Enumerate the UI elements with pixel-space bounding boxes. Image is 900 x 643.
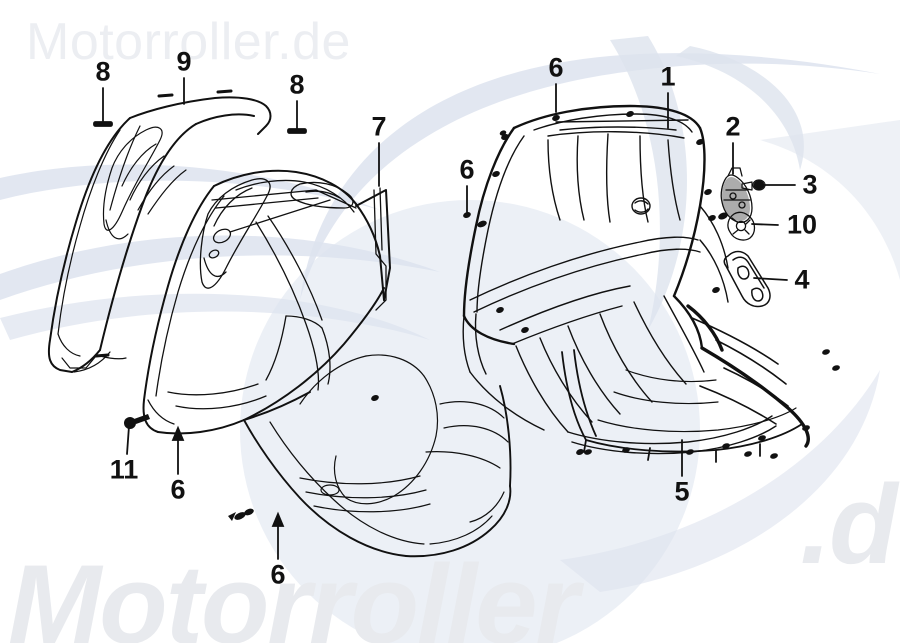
- part-2-grommet: [720, 167, 753, 224]
- watermark-bottom-text: Motorroller: [8, 542, 579, 643]
- part-10-washer: [727, 211, 756, 241]
- callout-6-bottomcenter: 6: [270, 559, 286, 590]
- callout-7: 7: [371, 111, 387, 142]
- callout-11: 11: [109, 454, 139, 485]
- callout-10: 10: [786, 209, 818, 240]
- part-9-side-cover: [47, 96, 272, 373]
- callout-6-bottomleft: 6: [170, 474, 186, 505]
- callout-6-midleft: 6: [459, 154, 475, 185]
- callout-3: 3: [802, 169, 818, 200]
- callout-6-top: 6: [548, 52, 564, 83]
- callout-8-right: 8: [289, 69, 305, 100]
- callout-2: 2: [725, 111, 741, 142]
- callout-9: 9: [176, 46, 192, 77]
- callout-4: 4: [794, 264, 810, 295]
- watermark-right-text: .d: [800, 462, 898, 587]
- fastener-marks: [244, 111, 720, 516]
- callout-8-left: 8: [95, 56, 111, 87]
- part-4-trim-strip: [723, 250, 771, 308]
- part-11-bolt-head: [124, 414, 150, 429]
- callout-5: 5: [674, 476, 690, 507]
- part-5-mount-rail: [561, 349, 803, 463]
- watermark-top-text: Motorroller.de: [26, 13, 351, 71]
- callout-1: 1: [660, 61, 676, 92]
- part-floorboard: [243, 385, 512, 558]
